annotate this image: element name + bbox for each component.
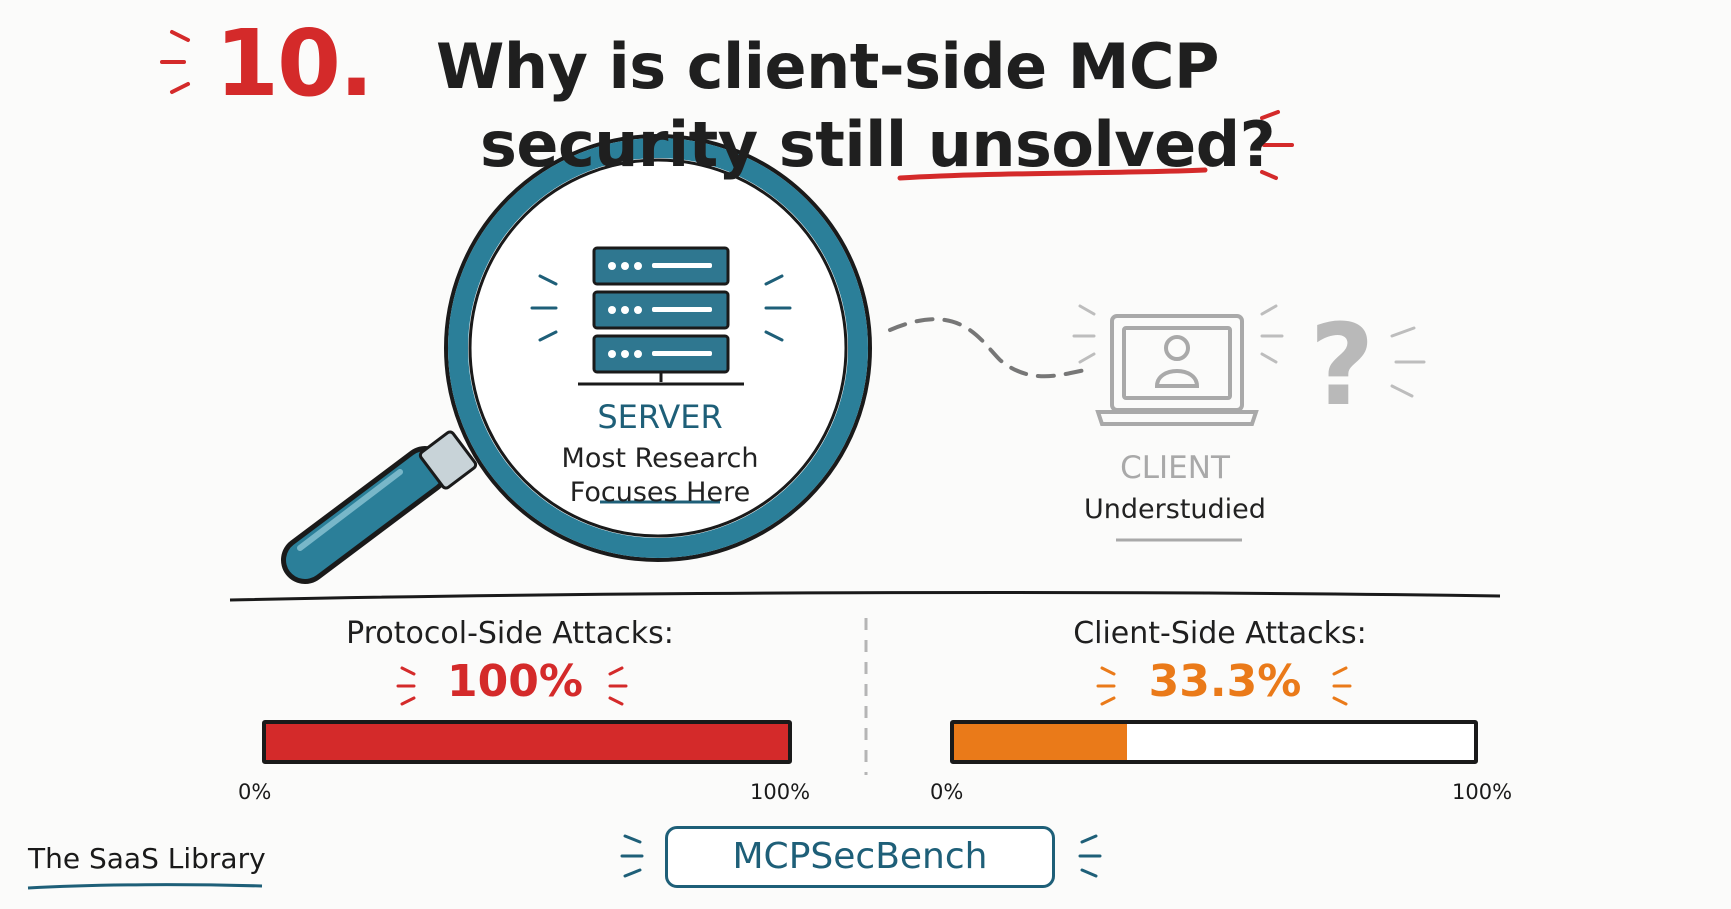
title-line-2: security still unsolved? bbox=[436, 106, 1316, 184]
brand-name: The SaaS Library bbox=[28, 842, 266, 875]
laptop-user-icon bbox=[1095, 314, 1259, 426]
protocol-axis-max: 100% bbox=[750, 780, 811, 804]
ground-line bbox=[229, 591, 1501, 602]
server-subtitle-line-1: Most Research bbox=[561, 443, 759, 474]
protocol-stat-value: 100% bbox=[447, 656, 583, 707]
source-badge: MCPSecBench bbox=[665, 826, 1055, 888]
title-highlight: unsolved? bbox=[927, 108, 1276, 181]
page-title: Why is client-side MCP security still un… bbox=[436, 28, 1316, 184]
laptop-dashes-icon bbox=[1072, 304, 1284, 364]
server-subtitle-line-2: Focuses Here bbox=[569, 477, 751, 508]
brand-underline bbox=[27, 883, 263, 890]
client-stat-label: Client-Side Attacks: bbox=[1073, 616, 1367, 651]
protocol-progress-bar bbox=[262, 720, 792, 764]
accent-dashes-left-icon bbox=[160, 30, 190, 94]
dashed-connector bbox=[888, 317, 1087, 379]
question-dashes-icon bbox=[1390, 326, 1426, 398]
stat-dashes-right-icon bbox=[1096, 666, 1352, 706]
title-underline bbox=[897, 167, 1208, 181]
server-subtitle: Most Research Focuses Here bbox=[540, 442, 780, 510]
server-title: SERVER bbox=[597, 398, 723, 436]
client-progress-fill bbox=[954, 724, 1128, 760]
stat-dashes-left-icon bbox=[396, 666, 628, 706]
server-glow-dashes-icon bbox=[530, 274, 792, 342]
protocol-progress-fill bbox=[266, 724, 788, 760]
client-stat-value: 33.3% bbox=[1148, 656, 1302, 707]
protocol-axis-min: 0% bbox=[238, 780, 272, 804]
question-mark-icon: ? bbox=[1310, 301, 1375, 431]
title-line-2-prefix: security still bbox=[480, 108, 928, 181]
accent-dashes-right-icon bbox=[1260, 110, 1294, 180]
bench-dashes-icon bbox=[620, 834, 1102, 878]
protocol-stat-label: Protocol-Side Attacks: bbox=[346, 616, 674, 651]
slide-number: 10. bbox=[215, 10, 374, 117]
client-title: CLIENT bbox=[1120, 450, 1230, 486]
client-axis-max: 100% bbox=[1452, 780, 1513, 804]
client-axis-min: 0% bbox=[930, 780, 964, 804]
client-subtitle: Understudied bbox=[1084, 494, 1266, 525]
client-progress-bar bbox=[950, 720, 1478, 764]
title-line-1: Why is client-side MCP bbox=[436, 30, 1219, 103]
server-rack-icon bbox=[578, 246, 744, 386]
